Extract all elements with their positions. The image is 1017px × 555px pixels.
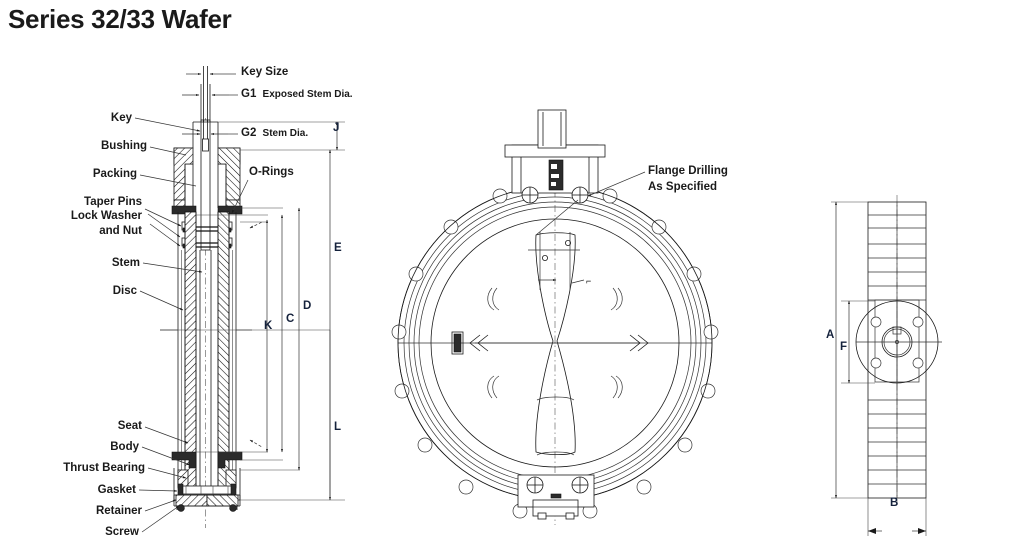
- side-view-geometry: [831, 195, 942, 536]
- cross-section-geometry: [134, 66, 345, 533]
- callout-o-rings: O-Rings: [249, 166, 294, 178]
- callout-g2-suffix: Stem Dia.: [262, 128, 309, 139]
- callout-gasket: Gasket: [97, 484, 136, 496]
- front-view-geometry: ⌐: [391, 109, 719, 525]
- callout-g1: G1: [241, 88, 257, 100]
- svg-text:⌐: ⌐: [586, 276, 591, 286]
- callout-lock-washer: Lock Washer: [70, 210, 142, 222]
- top-dimension-ticks: [182, 66, 238, 136]
- callout-taper-pins: Taper Pins: [84, 196, 142, 208]
- callout-packing: Packing: [92, 168, 137, 180]
- right-dimension-ladder: [160, 121, 345, 501]
- callout-bushing: Bushing: [101, 140, 147, 152]
- dimension-E: E: [334, 242, 342, 254]
- dimension-A: A: [826, 329, 835, 341]
- callout-stem: Stem: [111, 257, 140, 269]
- callout-flange-drilling-line2: As Specified: [648, 181, 718, 193]
- callout-retainer: Retainer: [95, 505, 142, 517]
- dimension-L: L: [334, 421, 342, 433]
- callout-and-nut: and Nut: [99, 225, 142, 237]
- page-title: Series 32/33 Wafer: [8, 4, 232, 34]
- callout-g1-suffix: Exposed Stem Dia.: [262, 89, 353, 100]
- callout-thrust-bearing: Thrust Bearing: [63, 462, 145, 474]
- callout-key-size: Key Size: [241, 66, 289, 78]
- callout-disc: Disc: [112, 285, 137, 297]
- callout-key: Key: [110, 112, 132, 124]
- callout-body: Body: [110, 441, 139, 453]
- callout-screw: Screw: [105, 526, 139, 538]
- callout-leaders-left: [134, 117, 203, 533]
- dimension-J: J: [333, 122, 340, 134]
- callout-seat: Seat: [117, 420, 142, 432]
- dimension-F: F: [840, 341, 848, 353]
- callout-flange-drilling-line1: Flange Drilling: [648, 165, 728, 177]
- dimension-B: B: [890, 497, 899, 509]
- callout-g2: G2: [241, 127, 257, 139]
- dimension-D: D: [303, 300, 312, 312]
- dimension-K: K: [264, 320, 273, 332]
- dimension-C: C: [286, 313, 295, 325]
